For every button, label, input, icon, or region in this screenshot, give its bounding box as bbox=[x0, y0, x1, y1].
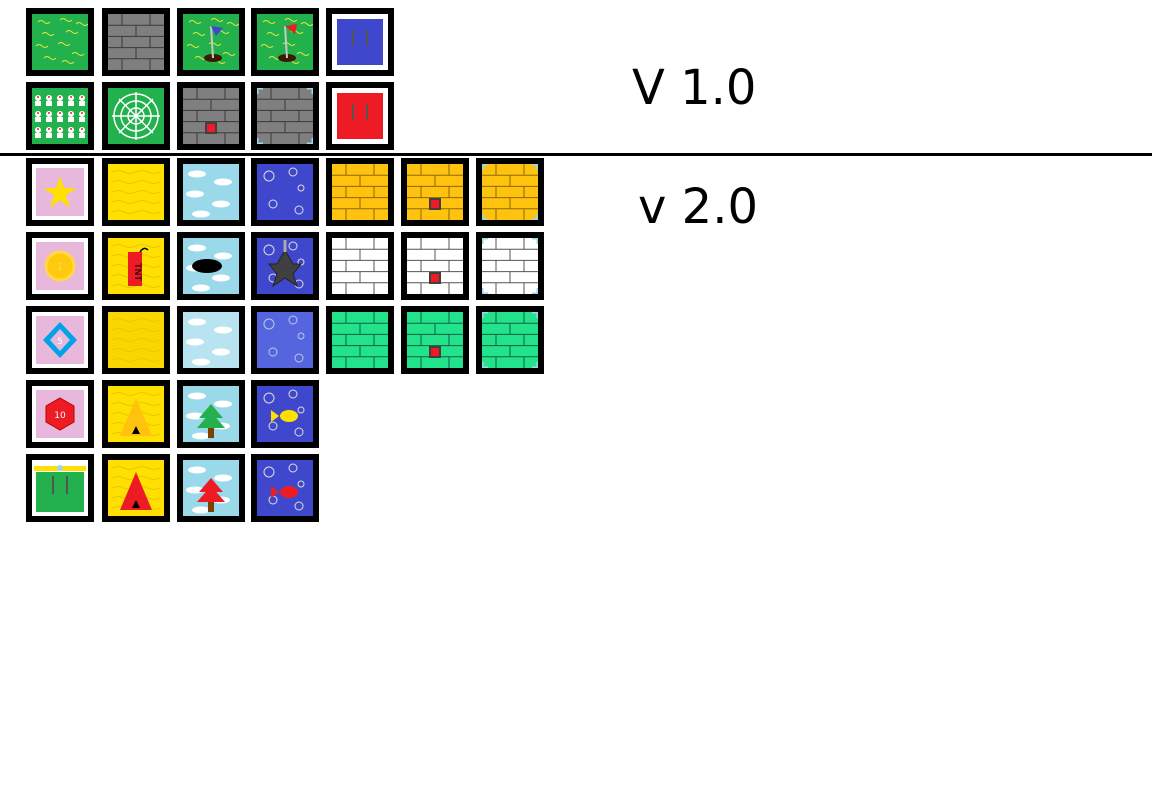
tile-cloud-sky bbox=[177, 158, 245, 226]
tile-white-brick bbox=[326, 232, 394, 300]
version-1-label: V 1.0 bbox=[632, 60, 757, 116]
gem-icon: 5 bbox=[32, 312, 88, 368]
tile-red-door bbox=[326, 82, 394, 150]
sand-icon bbox=[108, 164, 164, 220]
coin-text: 1 bbox=[57, 262, 63, 273]
tnt-icon: TNT bbox=[108, 238, 164, 294]
gem-text: 5 bbox=[57, 337, 63, 347]
gold-switch-icon bbox=[407, 164, 463, 220]
tile-stone-corner bbox=[251, 82, 319, 150]
white-brick-icon bbox=[332, 238, 388, 294]
tile-tree-green bbox=[177, 380, 245, 448]
red-flag-hole-icon bbox=[257, 14, 313, 70]
tile-stone-brick bbox=[102, 8, 170, 76]
mine-water-icon bbox=[257, 238, 313, 294]
gold-corner-icon bbox=[482, 164, 538, 220]
cloud-textured-icon bbox=[183, 312, 239, 368]
skull-field-icon bbox=[32, 88, 88, 144]
red-door-icon bbox=[332, 88, 388, 144]
tree-green-icon bbox=[183, 386, 239, 442]
yellow-fish-icon bbox=[257, 386, 313, 442]
hex-coin-icon: 10 bbox=[32, 386, 88, 442]
bubble-water-icon bbox=[257, 164, 313, 220]
tile-gold-brick bbox=[326, 158, 394, 226]
tile-sand bbox=[102, 158, 170, 226]
blue-door-icon bbox=[332, 14, 388, 70]
tile-mine-water bbox=[251, 232, 319, 300]
tile-tree-red bbox=[177, 454, 245, 522]
red-tent-icon bbox=[108, 460, 164, 516]
tile-bubble-water bbox=[251, 158, 319, 226]
water-textured-icon bbox=[257, 312, 313, 368]
tile-green-door bbox=[26, 454, 94, 522]
tile-gold-corner bbox=[476, 158, 544, 226]
tile-cloud-textured bbox=[177, 306, 245, 374]
red-fish-icon bbox=[257, 460, 313, 516]
white-switch-icon bbox=[407, 238, 463, 294]
stone-brick-icon bbox=[108, 14, 164, 70]
tile-hex-coin: 10 bbox=[26, 380, 94, 448]
tile-blue-flag-hole bbox=[177, 8, 245, 76]
tile-mint-brick bbox=[326, 306, 394, 374]
tile-blue-door bbox=[326, 8, 394, 76]
gold-brick-icon bbox=[332, 164, 388, 220]
tile-mint-corner bbox=[476, 306, 544, 374]
tile-skull-field bbox=[26, 82, 94, 150]
tile-mint-switch bbox=[401, 306, 469, 374]
tile-water-textured bbox=[251, 306, 319, 374]
yellow-tent-icon bbox=[108, 386, 164, 442]
tile-grass bbox=[26, 8, 94, 76]
tree-red-icon bbox=[183, 460, 239, 516]
tile-white-switch bbox=[401, 232, 469, 300]
tile-star bbox=[26, 158, 94, 226]
blue-flag-hole-icon bbox=[183, 14, 239, 70]
grass-icon bbox=[32, 14, 88, 70]
spider-web-icon bbox=[108, 88, 164, 144]
tile-gold-switch bbox=[401, 158, 469, 226]
tile-hole-sky bbox=[177, 232, 245, 300]
tile-yellow-tent bbox=[102, 380, 170, 448]
tile-tnt: TNT bbox=[102, 232, 170, 300]
star-icon bbox=[32, 164, 88, 220]
tile-red-fish bbox=[251, 454, 319, 522]
tile-sand-textured bbox=[102, 306, 170, 374]
tile-yellow-fish bbox=[251, 380, 319, 448]
tile-gem: 5 bbox=[26, 306, 94, 374]
stone-corner-icon bbox=[257, 88, 313, 144]
mint-corner-icon bbox=[482, 312, 538, 368]
hex-coin-text: 10 bbox=[54, 411, 66, 421]
cloud-sky-icon bbox=[183, 164, 239, 220]
coin-icon: 1 bbox=[32, 238, 88, 294]
tile-coin: 1 bbox=[26, 232, 94, 300]
tile-stone-switch bbox=[177, 82, 245, 150]
white-corner-icon bbox=[482, 238, 538, 294]
stone-switch-icon bbox=[183, 88, 239, 144]
section-divider bbox=[0, 153, 1152, 156]
sand-textured-icon bbox=[108, 312, 164, 368]
tile-red-flag-hole bbox=[251, 8, 319, 76]
tile-white-corner bbox=[476, 232, 544, 300]
tile-red-tent bbox=[102, 454, 170, 522]
hole-sky-icon bbox=[183, 238, 239, 294]
version-2-label: v 2.0 bbox=[638, 179, 758, 235]
tile-spider-web bbox=[102, 82, 170, 150]
mint-brick-icon bbox=[332, 312, 388, 368]
tnt-text: TNT bbox=[132, 262, 142, 281]
green-door-icon bbox=[32, 460, 88, 516]
mint-switch-icon bbox=[407, 312, 463, 368]
